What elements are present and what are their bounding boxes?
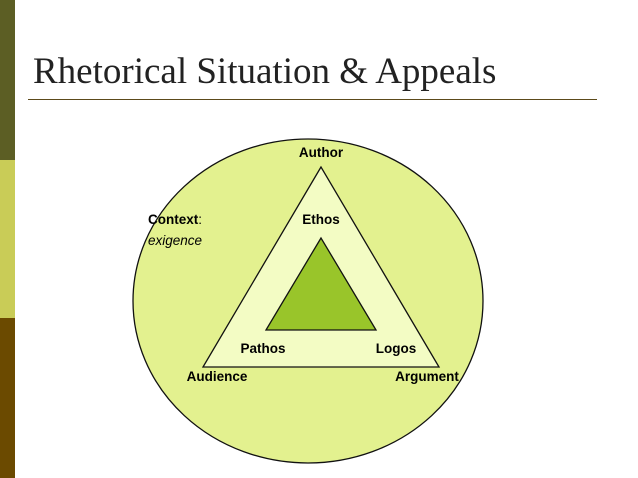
slide-title: Rhetorical Situation & Appeals [33,51,497,92]
sidebar-accent [0,0,15,478]
vertex-label-argument: Argument [395,369,459,384]
appeal-label-pathos: Pathos [240,341,285,356]
appeal-label-ethos: Ethos [302,212,340,227]
vertex-label-audience: Audience [187,369,248,384]
context-label: Context: [148,212,202,227]
context-label-value: exigence [148,233,202,248]
context-label-colon: : [198,212,202,227]
sidebar-band-middle [0,160,15,318]
appeals-triangle [264,236,378,331]
sidebar-band-bottom [0,318,15,478]
appeal-label-logos: Logos [376,341,417,356]
vertex-label-author: Author [299,145,344,160]
context-label-title: Context [148,212,199,227]
title-underline [28,99,597,100]
sidebar-band-top [0,0,15,160]
